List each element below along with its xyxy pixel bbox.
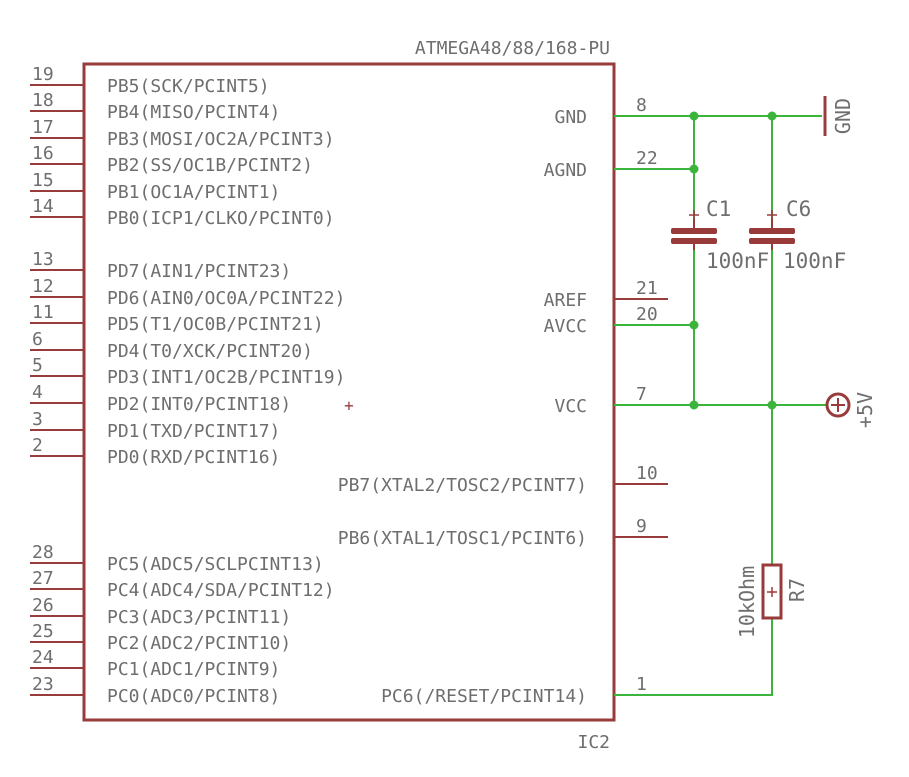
pin-label: PB1(OC1A/PCINT1) [107, 182, 280, 203]
net-wires [614, 115, 826, 696]
net-junctions [689, 111, 777, 410]
pin-label: PD5(T1/OC0B/PCINT21) [107, 314, 324, 335]
pin-label: PD2(INT0/PCINT18) [107, 394, 291, 415]
pin-number: 26 [32, 595, 54, 616]
ic-body [82, 62, 616, 722]
pin-number: 17 [32, 117, 54, 138]
pin-label: GND [554, 107, 587, 128]
junction-dot [689, 400, 699, 410]
pin-number: 8 [636, 95, 647, 116]
pin-label: PB4(MISO/PCINT4) [107, 102, 280, 123]
junction-dot [689, 320, 699, 330]
pin-number: 27 [32, 568, 54, 589]
pin-number: 24 [32, 647, 54, 668]
pin-number: 10 [636, 463, 658, 484]
pin-number: 15 [32, 170, 54, 191]
pin-number: 25 [32, 621, 54, 642]
pin-number: 11 [32, 302, 54, 323]
pin-label: PC3(ADC3/PCINT11) [107, 607, 291, 628]
pin-number: 12 [32, 276, 54, 297]
pin-number: 5 [32, 355, 43, 376]
pin-label: PC0(ADC0/PCINT8) [107, 686, 280, 707]
origin-mark: + [344, 396, 354, 415]
pin-label: AVCC [544, 316, 587, 337]
pin-number: 9 [636, 516, 647, 537]
pin-label: PD0(RXD/PCINT16) [107, 447, 280, 468]
pin-label: PB2(SS/OC1B/PCINT2) [107, 155, 313, 176]
resistor-r7: R7 10kOhm [735, 563, 809, 638]
pin-label: AREF [544, 290, 587, 311]
pin-number: 3 [32, 409, 43, 430]
pin-number: 13 [32, 249, 54, 270]
pin-number: 21 [636, 278, 658, 299]
pin-label: PC2(ADC2/PCINT10) [107, 633, 291, 654]
pin-label: PD6(AIN0/OC0A/PCINT22) [107, 288, 345, 309]
pin-label: PD3(INT1/OC2B/PCINT19) [107, 367, 345, 388]
ic-ref: IC2 [577, 732, 610, 753]
pin-number: 28 [32, 542, 54, 563]
pin-number: 18 [32, 90, 54, 111]
junction-dot [689, 111, 699, 121]
pin-number: 19 [32, 64, 54, 85]
pin-label: PC5(ADC5/SCLPCINT13) [107, 554, 324, 575]
pin-label: PB3(MOSI/OC2A/PCINT3) [107, 129, 335, 150]
pin-label: PD4(T0/XCK/PCINT20) [107, 341, 313, 362]
pin-number: 14 [32, 196, 54, 217]
pin-number: 1 [636, 674, 647, 695]
gnd-label: GND [831, 98, 855, 134]
pin-label: PC1(ADC1/PCINT9) [107, 659, 280, 680]
pin-label: VCC [554, 396, 587, 417]
pin-label: PD1(TXD/PCINT17) [107, 421, 280, 442]
c6-ref: C6 [786, 197, 811, 221]
c6-value: 100nF [783, 249, 846, 273]
pin-label: PB5(SCK/PCINT5) [107, 76, 270, 97]
pin-label: AGND [544, 160, 587, 181]
gnd-symbol: GND [823, 96, 855, 136]
reset-net-wire [614, 618, 773, 696]
junction-dot [767, 400, 777, 410]
pin-label: PB7(XTAL2/TOSC2/PCINT7) [338, 475, 587, 496]
pin-label: PD7(AIN1/PCINT23) [107, 261, 291, 282]
r7-ref: R7 [785, 578, 809, 602]
pin-label: PB0(ICP1/CLKO/PCINT0) [107, 208, 335, 229]
pin-number: 22 [636, 148, 658, 169]
c1-value: 100nF [706, 249, 769, 273]
pin-label: PC4(ADC4/SDA/PCINT12) [107, 580, 335, 601]
vcc-label: +5V [853, 392, 877, 428]
pin-number: 16 [32, 143, 54, 164]
junction-dot [767, 111, 777, 121]
pin-number: 4 [32, 382, 43, 403]
ic-name: ATMEGA48/88/168-PU [415, 38, 610, 59]
pin-label: PC6(/RESET/PCINT14) [381, 686, 587, 707]
capacitor-c1: C1 100nF [671, 197, 769, 273]
pin-label: PB6(XTAL1/TOSC1/PCINT6) [338, 528, 587, 549]
r7-value: 10kOhm [735, 566, 759, 638]
pin-number: 7 [636, 384, 647, 405]
pin-number: 23 [32, 674, 54, 695]
capacitor-c6: C6 100nF [749, 197, 846, 273]
c1-ref: C1 [706, 197, 731, 221]
pin-number: 2 [32, 435, 43, 456]
pin-number: 6 [32, 329, 43, 350]
junction-dot [689, 164, 699, 174]
vcc-symbol: +5V [825, 392, 877, 428]
pin-number: 20 [636, 304, 658, 325]
